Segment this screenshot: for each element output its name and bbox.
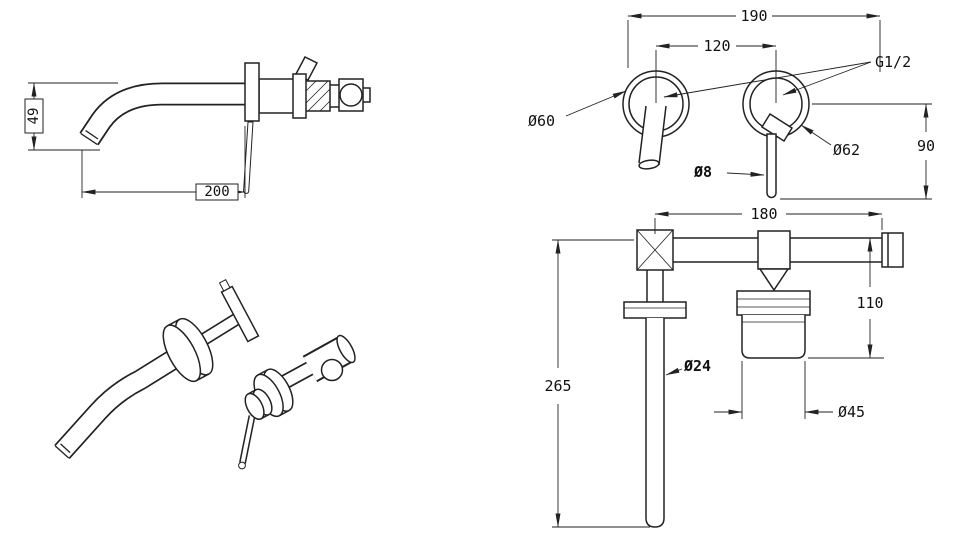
spout-outlet bbox=[638, 159, 660, 170]
spout-front-lines bbox=[638, 105, 667, 166]
valve-nut bbox=[320, 358, 344, 382]
dia62-label: Ø62 bbox=[833, 141, 860, 159]
front-extension-lines bbox=[627, 20, 932, 200]
lever-front bbox=[766, 133, 777, 199]
dia60-label: Ø60 bbox=[528, 112, 555, 130]
cartridge-housing bbox=[741, 315, 806, 359]
spout-escutcheon-iso bbox=[162, 317, 214, 383]
side-view: 49 200 bbox=[24, 56, 371, 201]
lever-hub bbox=[760, 112, 794, 143]
dim110-label: 110 bbox=[856, 294, 883, 312]
dim90-label: 90 bbox=[917, 137, 935, 155]
dim49-label: 49 bbox=[26, 108, 42, 125]
right-tee bbox=[757, 230, 791, 270]
valve-body-side bbox=[258, 73, 371, 119]
thread-label: G1/2 bbox=[875, 53, 911, 71]
right-cone bbox=[758, 268, 790, 292]
thread-leader-left bbox=[663, 61, 872, 98]
handle-knob-side bbox=[339, 83, 363, 107]
dim180-label: 180 bbox=[750, 205, 777, 223]
hatch-lines bbox=[305, 80, 331, 112]
dim120-label: 120 bbox=[703, 37, 730, 55]
spout-front-fill bbox=[639, 106, 666, 166]
valve-end-cap bbox=[336, 334, 356, 364]
spout-iso-tip bbox=[54, 443, 71, 459]
left-neck-lines bbox=[646, 270, 664, 302]
dia24-leader bbox=[665, 367, 683, 376]
body-end-cap bbox=[881, 232, 904, 268]
dim190-label: 190 bbox=[740, 7, 767, 25]
plan-view: 180 265 110 Ø24 Ø45 bbox=[544, 205, 904, 528]
spout-iso-inner bbox=[55, 349, 182, 458]
spout-tip-lines bbox=[80, 130, 99, 145]
bracket-screw bbox=[218, 279, 231, 292]
inlet-tube bbox=[645, 318, 665, 528]
thread-leader-right bbox=[782, 61, 872, 96]
plan-extension-lines bbox=[552, 218, 884, 528]
dim49-box bbox=[24, 98, 44, 134]
dia62-leader bbox=[800, 124, 832, 146]
dia8-leader bbox=[726, 171, 765, 177]
right-flange bbox=[736, 290, 811, 316]
spout-body-inner bbox=[80, 84, 252, 145]
dim200-box bbox=[195, 183, 239, 201]
front-view: 190 120 90 G1/2 Ø60 Ø62 Ø8 bbox=[528, 7, 935, 200]
left-flange bbox=[623, 301, 687, 319]
dia8-label: Ø8 bbox=[693, 163, 712, 181]
valve-cylinder-inner bbox=[303, 337, 353, 381]
isometric-view bbox=[54, 279, 356, 470]
left-tee-cross bbox=[636, 229, 674, 271]
handle-escutcheon-iso bbox=[253, 368, 294, 418]
spout-escutcheon-front bbox=[162, 324, 202, 383]
dim265-label: 265 bbox=[544, 377, 571, 395]
handle-knob-iso bbox=[244, 388, 273, 420]
mounting-bracket bbox=[218, 279, 260, 343]
lever-iso-tip bbox=[238, 461, 246, 470]
dia60-leader bbox=[565, 90, 627, 117]
right-flange-lines bbox=[737, 298, 810, 308]
wall-plate-side bbox=[244, 62, 260, 122]
lever-iso-inner bbox=[240, 415, 254, 464]
dia45-label: Ø45 bbox=[838, 403, 865, 421]
bracket-plate bbox=[220, 285, 260, 343]
knob-front bbox=[244, 392, 265, 420]
dim200-label: 200 bbox=[204, 184, 229, 200]
dim49-extension-lines bbox=[28, 82, 118, 151]
dia24-label: Ø24 bbox=[683, 357, 711, 375]
